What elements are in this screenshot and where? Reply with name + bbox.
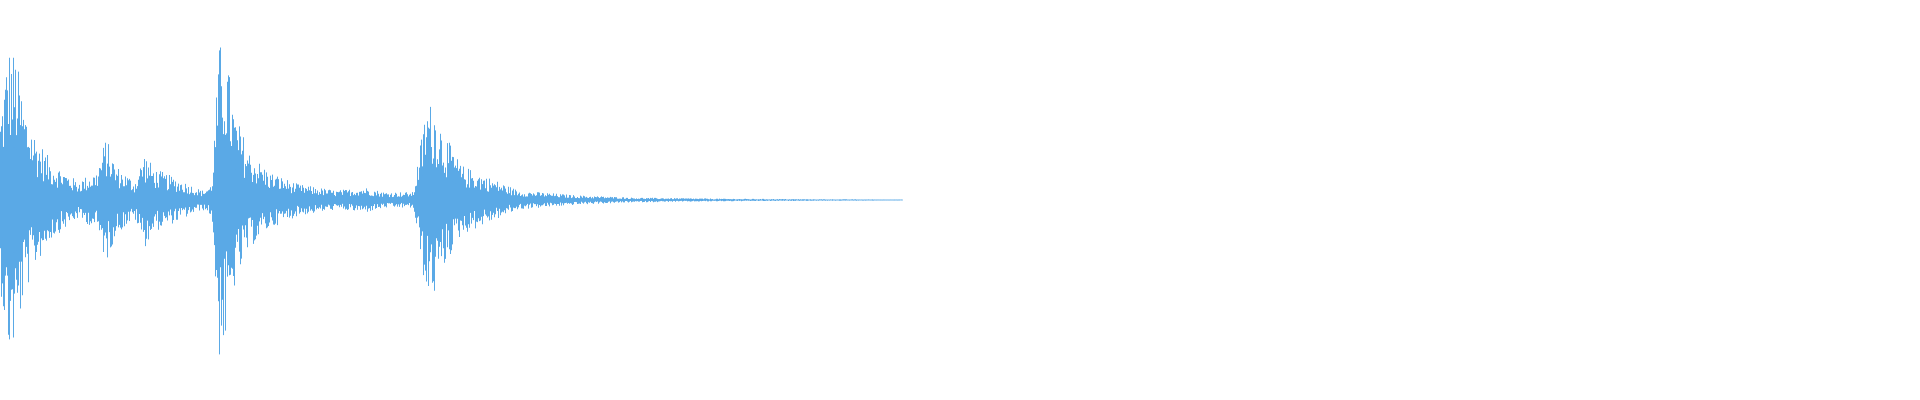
waveform-samples (0, 47, 903, 355)
waveform-core (0, 144, 903, 256)
